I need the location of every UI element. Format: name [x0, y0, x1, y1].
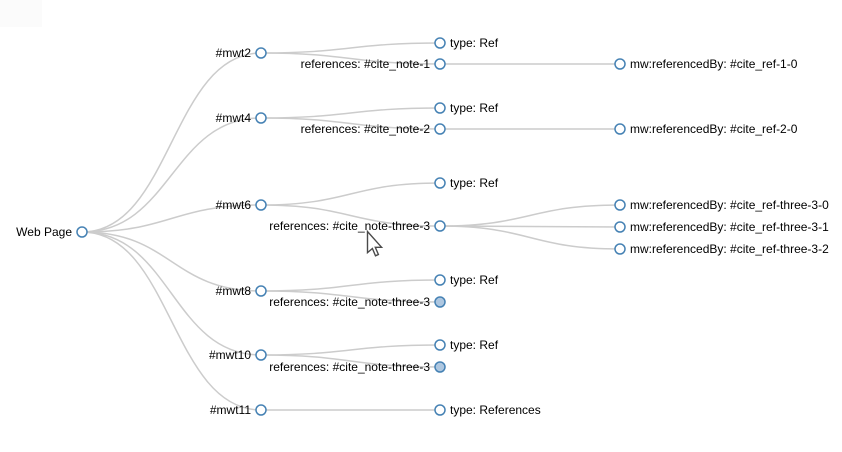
- tree-link-root--mwt8: [81, 231, 262, 292]
- top-left-artifact: [0, 0, 42, 27]
- tree-node-label-mwt10-refs: references: #cite_note-three-3: [269, 360, 430, 374]
- tree-link-mwt6-refs--mwt6-refby-2: [439, 225, 621, 250]
- tree-link-root--mwt4: [81, 117, 262, 233]
- tree-node-label-mwt2-refs: references: #cite_note-1: [301, 57, 431, 71]
- tree-node-toggle-mwt6-refby-0[interactable]: [614, 199, 626, 211]
- tree-node-mwt6-refby-2: mw:referencedBy: #cite_ref-three-3-2: [614, 242, 829, 256]
- tree-node-label-mwt8-type: type: Ref: [450, 273, 499, 287]
- tree-node-label-root: Web Page: [16, 225, 72, 239]
- tree-node-label-mwt6-refby-1: mw:referencedBy: #cite_ref-three-3-1: [630, 220, 829, 234]
- tree-node-label-mwt6-refs: references: #cite_note-three-3: [269, 219, 430, 233]
- tree-node-mwt10: #mwt10: [209, 348, 267, 362]
- tree-node-toggle-mwt10[interactable]: [255, 349, 267, 361]
- tree-link-mwt6--mwt6-refs: [260, 204, 441, 227]
- tree-node-toggle-mwt11-type[interactable]: [434, 404, 446, 416]
- tree-node-mwt11: #mwt11: [210, 403, 267, 417]
- tree-node-toggle-mwt8-refs[interactable]: [434, 296, 446, 308]
- tree-node-mwt4: #mwt4: [216, 111, 267, 125]
- tree-node-label-mwt4-type: type: Ref: [450, 101, 499, 115]
- tree-link-root--mwt2: [81, 52, 262, 233]
- tree-link-mwt6--mwt6-type: [260, 182, 441, 206]
- tree-link-root--mwt11: [81, 231, 262, 411]
- tree-node-toggle-mwt6-type[interactable]: [434, 177, 446, 189]
- tree-node-mwt4-type: type: Ref: [434, 101, 499, 115]
- tree-node-toggle-mwt4-type[interactable]: [434, 102, 446, 114]
- tree-link-mwt6-refs--mwt6-refby-0: [439, 204, 621, 227]
- tree-link-mwt2--mwt2-refs: [260, 52, 441, 65]
- tree-node-toggle-mwt4[interactable]: [255, 112, 267, 124]
- tree-node-toggle-mwt8-type[interactable]: [434, 274, 446, 286]
- tree-link-mwt4--mwt4-refs: [260, 117, 441, 130]
- tree-node-label-mwt4-refby: mw:referencedBy: #cite_ref-2-0: [630, 122, 798, 136]
- tree-link-mwt8--mwt8-refs: [260, 290, 441, 303]
- tree-node-label-mwt6: #mwt6: [216, 198, 252, 212]
- tree-node-mwt2-type: type: Ref: [434, 36, 499, 50]
- tree-node-toggle-mwt8[interactable]: [255, 285, 267, 297]
- tree-node-toggle-mwt2-refby[interactable]: [614, 58, 626, 70]
- tree-node-label-mwt4-refs: references: #cite_note-2: [301, 122, 431, 136]
- tree-node-mwt6-type: type: Ref: [434, 176, 499, 190]
- tree-link-root--mwt6: [81, 204, 262, 233]
- tree-node-mwt8-refs: references: #cite_note-three-3: [269, 295, 446, 309]
- tree-node-label-mwt2-type: type: Ref: [450, 36, 499, 50]
- tree-node-toggle-mwt6[interactable]: [255, 199, 267, 211]
- tree-node-toggle-mwt6-refs[interactable]: [434, 220, 446, 232]
- tree-link-mwt10--mwt10-type: [260, 344, 441, 356]
- tree-node-mwt10-refs: references: #cite_note-three-3: [269, 360, 446, 374]
- tree-node-label-mwt11: #mwt11: [210, 403, 251, 417]
- tree-link-mwt10--mwt10-refs: [260, 354, 441, 368]
- tree-node-label-mwt6-refby-0: mw:referencedBy: #cite_ref-three-3-0: [630, 198, 829, 212]
- tree-node-label-mwt8: #mwt8: [216, 284, 252, 298]
- tree-node-mwt6-refby-0: mw:referencedBy: #cite_ref-three-3-0: [614, 198, 829, 212]
- tree-node-mwt2: #mwt2: [216, 46, 267, 60]
- tree-node-mwt2-refs: references: #cite_note-1: [301, 57, 446, 71]
- tree-node-toggle-mwt2[interactable]: [255, 47, 267, 59]
- tree-node-mwt11-type: type: References: [434, 403, 541, 417]
- tree-node-label-mwt2: #mwt2: [216, 46, 252, 60]
- tree-node-root: Web Page: [16, 225, 88, 239]
- tree-node-toggle-mwt2-refs[interactable]: [434, 58, 446, 70]
- tree-link-mwt8--mwt8-type: [260, 279, 441, 292]
- tree-node-mwt6-refs: references: #cite_note-three-3: [269, 219, 446, 233]
- tree-link-mwt6-refs--mwt6-refby-1: [439, 225, 621, 228]
- tree-node-toggle-mwt10-refs[interactable]: [434, 361, 446, 373]
- tree-node-mwt2-refby: mw:referencedBy: #cite_ref-1-0: [614, 57, 798, 71]
- tree-node-toggle-mwt4-refby[interactable]: [614, 123, 626, 135]
- tree-node-mwt8-type: type: Ref: [434, 273, 499, 287]
- tree-link-mwt2--mwt2-type: [260, 42, 441, 54]
- tree-node-mwt6-refby-1: mw:referencedBy: #cite_ref-three-3-1: [614, 220, 829, 234]
- tree-node-mwt10-type: type: Ref: [434, 338, 499, 352]
- tree-node-label-mwt8-refs: references: #cite_note-three-3: [269, 295, 430, 309]
- tree-node-label-mwt11-type: type: References: [450, 403, 541, 417]
- tree-node-mwt4-refby: mw:referencedBy: #cite_ref-2-0: [614, 122, 798, 136]
- tree-node-mwt8: #mwt8: [216, 284, 267, 298]
- tree-node-label-mwt6-refby-2: mw:referencedBy: #cite_ref-three-3-2: [630, 242, 829, 256]
- tree-link-root--mwt10: [81, 231, 262, 356]
- tree-node-mwt6: #mwt6: [216, 198, 267, 212]
- tree-node-toggle-mwt11[interactable]: [255, 404, 267, 416]
- tree-node-toggle-root[interactable]: [76, 226, 88, 238]
- tree-node-toggle-mwt4-refs[interactable]: [434, 123, 446, 135]
- tree-node-label-mwt6-type: type: Ref: [450, 176, 499, 190]
- tree-node-toggle-mwt6-refby-2[interactable]: [614, 243, 626, 255]
- tree-node-label-mwt2-refby: mw:referencedBy: #cite_ref-1-0: [630, 57, 798, 71]
- tree-node-toggle-mwt10-type[interactable]: [434, 339, 446, 351]
- tree-node-label-mwt10-type: type: Ref: [450, 338, 499, 352]
- tree-node-toggle-mwt2-type[interactable]: [434, 37, 446, 49]
- tree-node-mwt4-refs: references: #cite_note-2: [301, 122, 446, 136]
- tree-link-mwt4--mwt4-type: [260, 107, 441, 119]
- tree-node-label-mwt4: #mwt4: [216, 111, 252, 125]
- tree-node-label-mwt10: #mwt10: [209, 348, 251, 362]
- tree-node-toggle-mwt6-refby-1[interactable]: [614, 221, 626, 233]
